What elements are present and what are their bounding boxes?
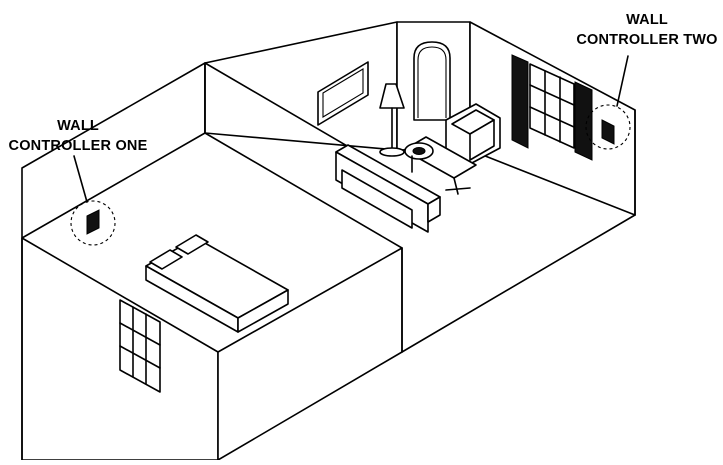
floor-lamp-icon <box>379 83 405 157</box>
picture-frame-icon <box>317 61 369 126</box>
window-icon <box>119 299 161 393</box>
bed-icon <box>145 234 289 333</box>
wall-controller-one-label-line2: CONTROLLER ONE <box>8 138 148 154</box>
wall-controller-two-label-line2: CONTROLLER TWO <box>576 32 718 48</box>
wall-controller-one-label-line1: WALL <box>57 118 99 134</box>
sofa-icon <box>335 144 441 233</box>
window-icon <box>511 54 593 161</box>
table-icon <box>403 136 477 195</box>
wall-controller-two-label: WALL CONTROLLER TWO <box>572 10 722 50</box>
wall-controller-one-label: WALL CONTROLLER ONE <box>4 116 152 156</box>
armchair-icon <box>445 103 501 165</box>
fireplace-icon <box>413 41 451 121</box>
wall-controller-two-label-line1: WALL <box>626 12 668 28</box>
wall-controller-icon <box>70 155 116 246</box>
wall-controller-icon <box>585 55 631 150</box>
